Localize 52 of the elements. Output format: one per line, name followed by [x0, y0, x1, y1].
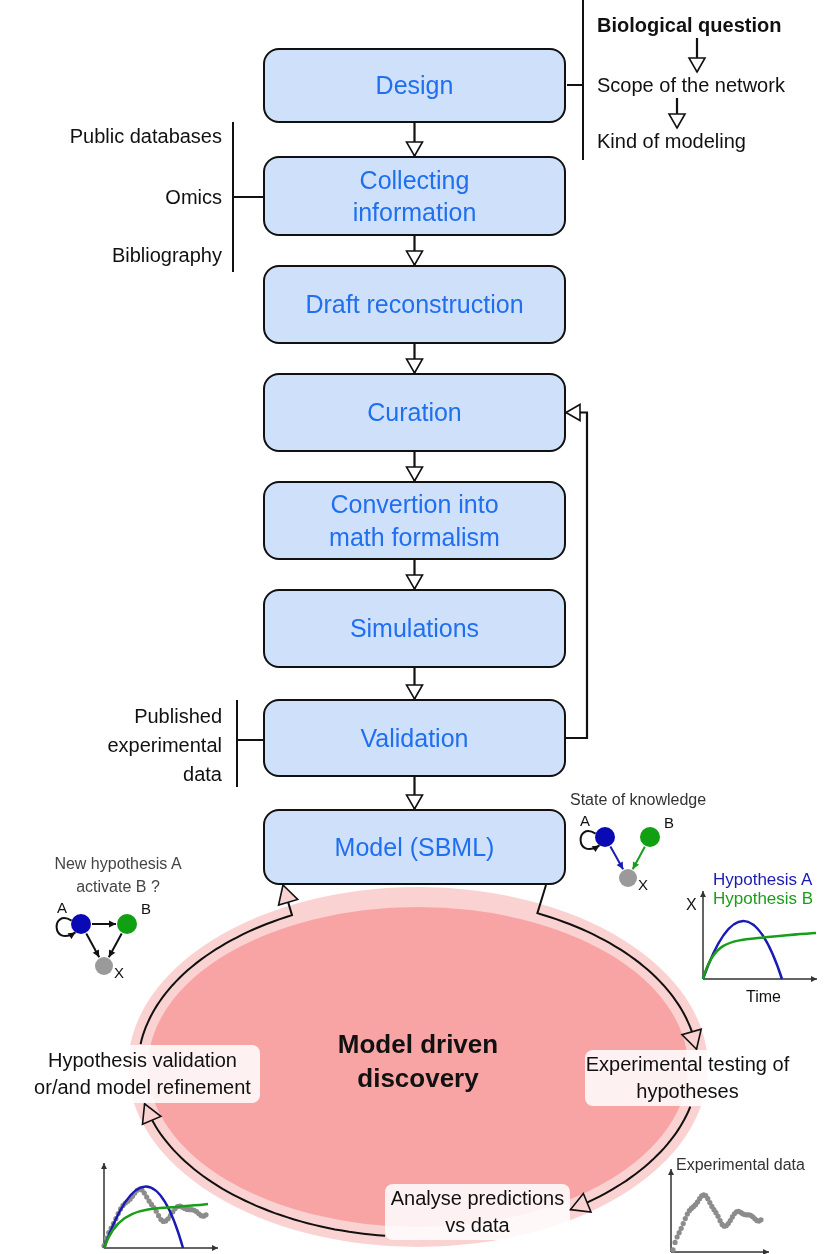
arrow — [405, 452, 424, 482]
annotation-text: New hypothesis A activate B ? — [54, 854, 182, 897]
legend-text: Hypothesis B — [713, 889, 814, 908]
node-letter: B — [141, 901, 151, 917]
annotation-text: Bibliography — [110, 243, 222, 268]
arrow — [631, 845, 646, 871]
process-box: Curation — [263, 373, 566, 452]
arrow — [55, 917, 77, 939]
process-box: Draft reconstruction — [263, 265, 566, 344]
arrow — [405, 236, 424, 266]
arrow — [139, 884, 299, 1046]
arrow — [405, 344, 424, 374]
step-text: Scope of the network — [597, 72, 797, 98]
process-box: Collecting information — [263, 156, 566, 236]
arrow — [85, 932, 101, 959]
node-letter: X — [638, 877, 648, 893]
process-box: Model (SBML) — [263, 809, 566, 885]
arrow — [565, 403, 589, 740]
arrow — [405, 668, 424, 700]
annotation-text: Experimental data — [676, 1155, 806, 1175]
annotation-text: Published experimental data — [106, 704, 222, 787]
process-box: Convertion into math formalism — [263, 481, 566, 560]
ellipse-title: Model driven discovery — [336, 1028, 500, 1095]
step-text: Biological question — [597, 12, 797, 38]
node-letter: A — [580, 813, 590, 829]
annotation-text: Time — [746, 987, 782, 1007]
arrow — [405, 123, 424, 157]
process-box: Design — [263, 48, 566, 123]
node-letter: X — [114, 965, 124, 981]
annotation-text: Public databases — [68, 124, 222, 149]
step-text: Kind of modeling — [597, 128, 757, 154]
arrow — [91, 920, 117, 928]
legend-text: Hypothesis A — [713, 870, 813, 889]
process-box: Validation — [263, 699, 566, 777]
arrow — [107, 932, 123, 959]
arrow — [405, 777, 424, 810]
step-text: Analyse predictions vs data — [385, 1184, 570, 1240]
annotation-text: Omics — [164, 185, 222, 210]
arrow — [141, 1102, 387, 1237]
arrow — [569, 1105, 692, 1213]
arrow — [536, 884, 702, 1051]
annotation-text: X — [686, 895, 698, 915]
process-box: Simulations — [263, 589, 566, 668]
annotation-text: State of knowledge — [570, 790, 708, 810]
arrow — [609, 845, 625, 871]
arrow — [579, 830, 601, 852]
node-letter: A — [57, 900, 67, 916]
arrow — [688, 38, 706, 73]
node-letter: B — [664, 815, 674, 831]
arrow — [668, 98, 686, 129]
step-text: Experimental testing of hypotheses — [585, 1050, 790, 1106]
arrow — [405, 560, 424, 590]
